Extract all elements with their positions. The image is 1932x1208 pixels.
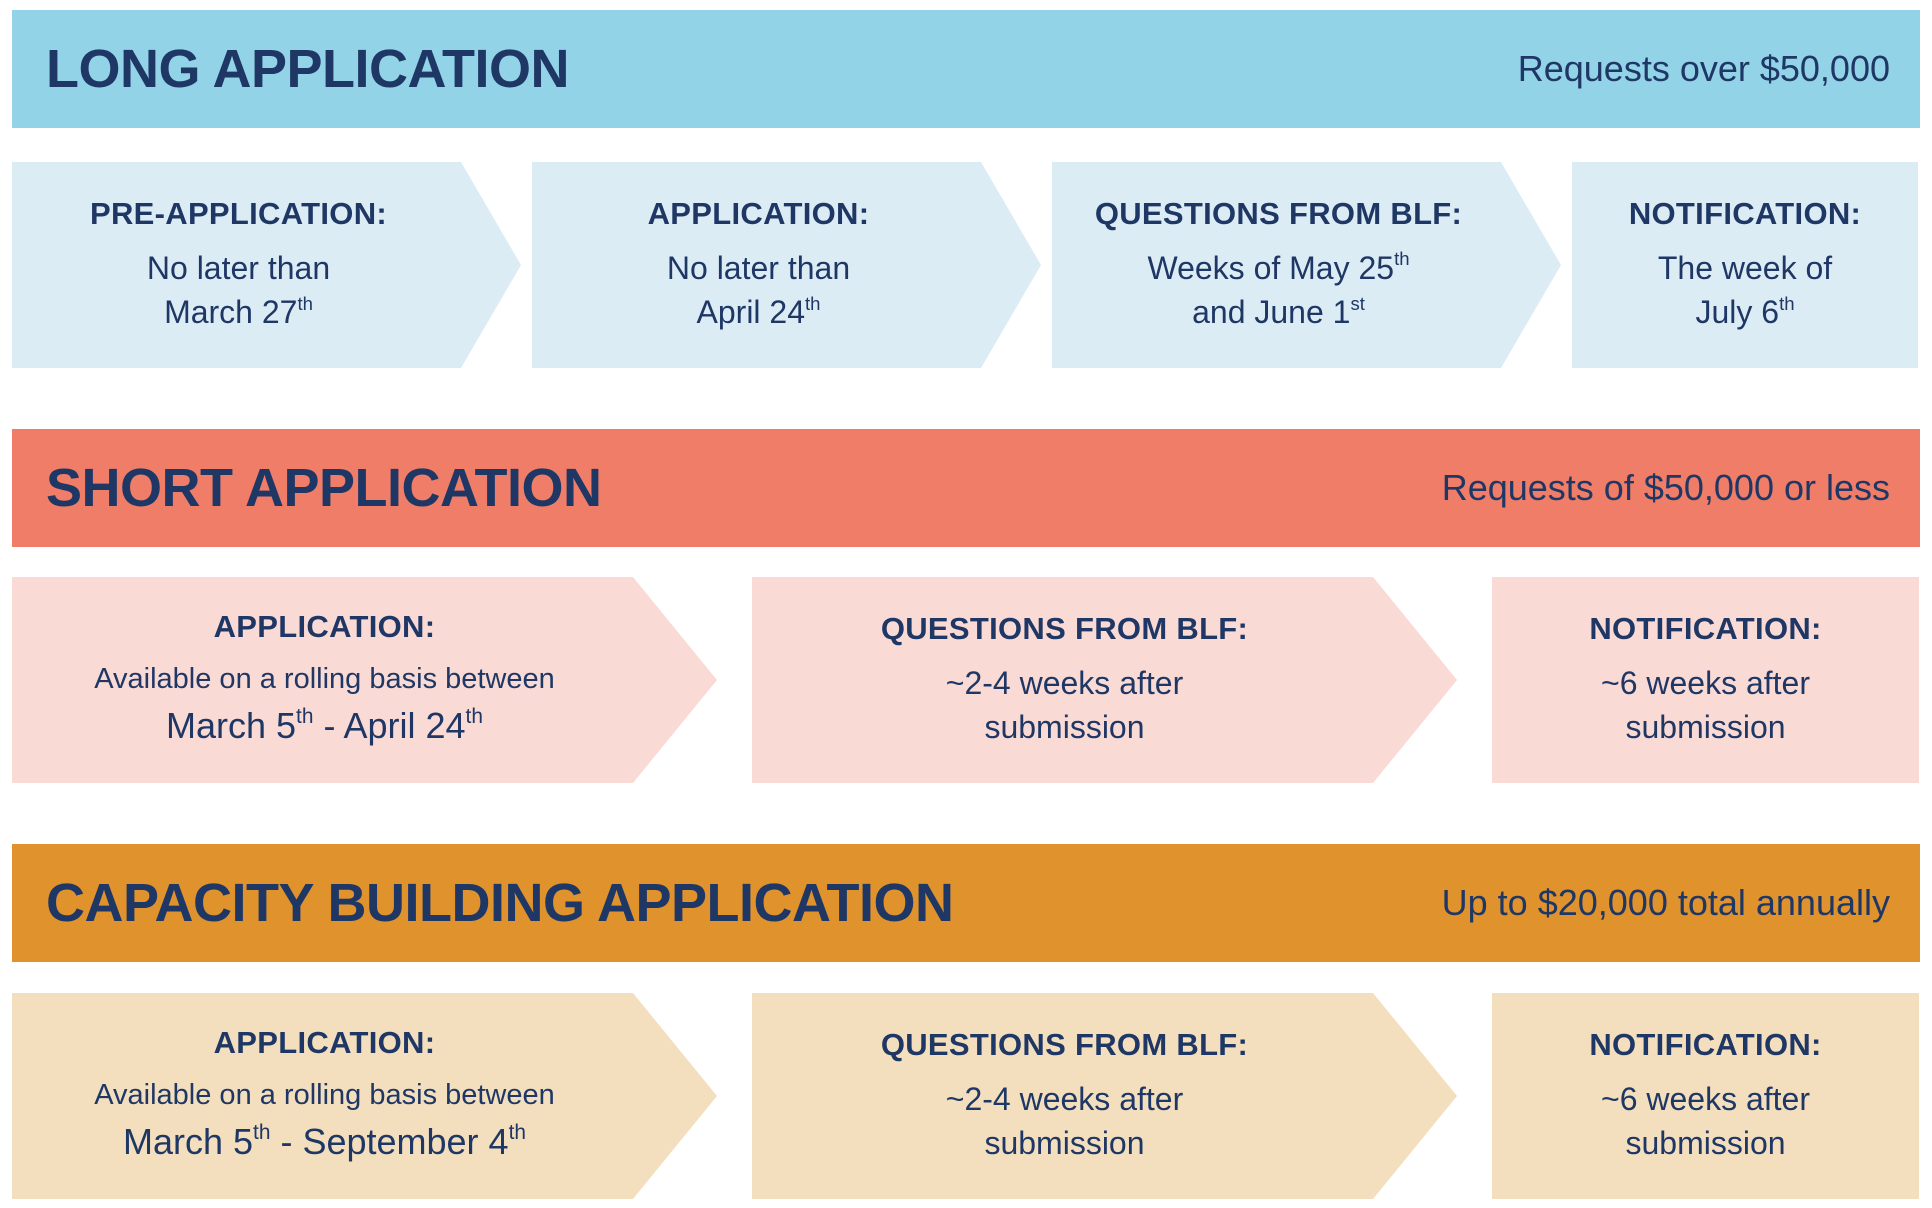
step-detail-line: submission: [1625, 709, 1786, 745]
section-title: LONG APPLICATION: [46, 39, 569, 99]
step-notification: NOTIFICATION: ~6 weeks after submission: [1492, 993, 1919, 1199]
step-detail-line: Available on a rolling basis between: [94, 1079, 555, 1112]
step-details: ~6 weeks after submission: [1601, 1077, 1810, 1165]
step-label: APPLICATION:: [213, 1025, 436, 1061]
short-application-section: SHORT APPLICATION Requests of $50,000 or…: [12, 429, 1920, 783]
step-details: Weeks of May 25th and June 1st: [1147, 246, 1409, 334]
step-notification: NOTIFICATION: The week of July 6th: [1572, 162, 1918, 368]
step-details: ~2-4 weeks after submission: [946, 661, 1183, 749]
step-detail-line: ~2-4 weeks after: [945, 664, 1184, 701]
step-label: QUESTIONS FROM BLF:: [1094, 195, 1463, 231]
step-questions-from-blf: QUESTIONS FROM BLF: ~2-4 weeks after subm…: [752, 993, 1457, 1199]
step-detail-line: submission: [1625, 1125, 1786, 1161]
step-label: NOTIFICATION:: [1628, 195, 1862, 231]
short-application-steps: APPLICATION: Available on a rolling basi…: [12, 577, 1920, 783]
step-label: NOTIFICATION:: [1589, 1026, 1822, 1062]
step-notification: NOTIFICATION: ~6 weeks after submission: [1492, 577, 1919, 783]
step-application: APPLICATION: Available on a rolling basi…: [12, 993, 717, 1199]
step-details: ~2-4 weeks after submission: [946, 1077, 1183, 1165]
step-details: ~6 weeks after submission: [1601, 661, 1810, 749]
step-detail-line: April 24th: [696, 292, 821, 330]
long-application-header: LONG APPLICATION Requests over $50,000: [12, 10, 1920, 128]
capacity-building-application-header: CAPACITY BUILDING APPLICATION Up to $20,…: [12, 844, 1920, 962]
section-title: CAPACITY BUILDING APPLICATION: [46, 873, 954, 933]
step-detail-line: Weeks of May 25th: [1147, 248, 1410, 286]
step-label: QUESTIONS FROM BLF:: [880, 1026, 1249, 1062]
step-detail-line: No later than: [146, 249, 331, 286]
capacity-building-application-section: CAPACITY BUILDING APPLICATION Up to $20,…: [12, 844, 1920, 1199]
section-note: Requests over $50,000: [1517, 48, 1890, 89]
step-detail-line: submission: [984, 1125, 1145, 1161]
step-detail-line: ~2-4 weeks after: [945, 1080, 1184, 1117]
step-detail-line: March 5th - September 4th: [122, 1121, 526, 1163]
step-detail-line: No later than: [666, 249, 851, 286]
step-label: APPLICATION:: [213, 609, 436, 645]
step-label: PRE-APPLICATION:: [90, 195, 387, 231]
step-detail-line: ~6 weeks after: [1601, 664, 1810, 701]
section-note: Up to $20,000 total annually: [1441, 882, 1890, 923]
step-detail-line: March 27th: [164, 292, 313, 330]
step-detail-line: ~6 weeks after: [1601, 1080, 1810, 1117]
capacity-building-application-steps: APPLICATION: Available on a rolling basi…: [12, 993, 1920, 1199]
step-questions-from-blf: QUESTIONS FROM BLF: Weeks of May 25th and…: [1052, 162, 1561, 368]
step-label: QUESTIONS FROM BLF:: [880, 610, 1249, 646]
step-detail-line: Available on a rolling basis between: [94, 663, 555, 696]
step-detail-line: March 5th - April 24th: [166, 705, 483, 747]
step-label: APPLICATION:: [647, 195, 870, 231]
section-note: Requests of $50,000 or less: [1441, 467, 1890, 508]
short-application-header: SHORT APPLICATION Requests of $50,000 or…: [12, 429, 1920, 547]
step-questions-from-blf: QUESTIONS FROM BLF: ~2-4 weeks after subm…: [752, 577, 1457, 783]
step-details: The week of July 6th: [1658, 246, 1832, 334]
step-detail-line: The week of: [1657, 249, 1833, 286]
step-label: NOTIFICATION:: [1589, 610, 1822, 646]
long-application-section: LONG APPLICATION Requests over $50,000 P…: [12, 10, 1920, 368]
step-application: APPLICATION: Available on a rolling basi…: [12, 577, 717, 783]
step-detail-line: submission: [984, 709, 1145, 745]
step-detail-line: July 6th: [1695, 292, 1795, 330]
step-detail-line: and June 1st: [1192, 292, 1365, 330]
section-title: SHORT APPLICATION: [46, 458, 602, 518]
